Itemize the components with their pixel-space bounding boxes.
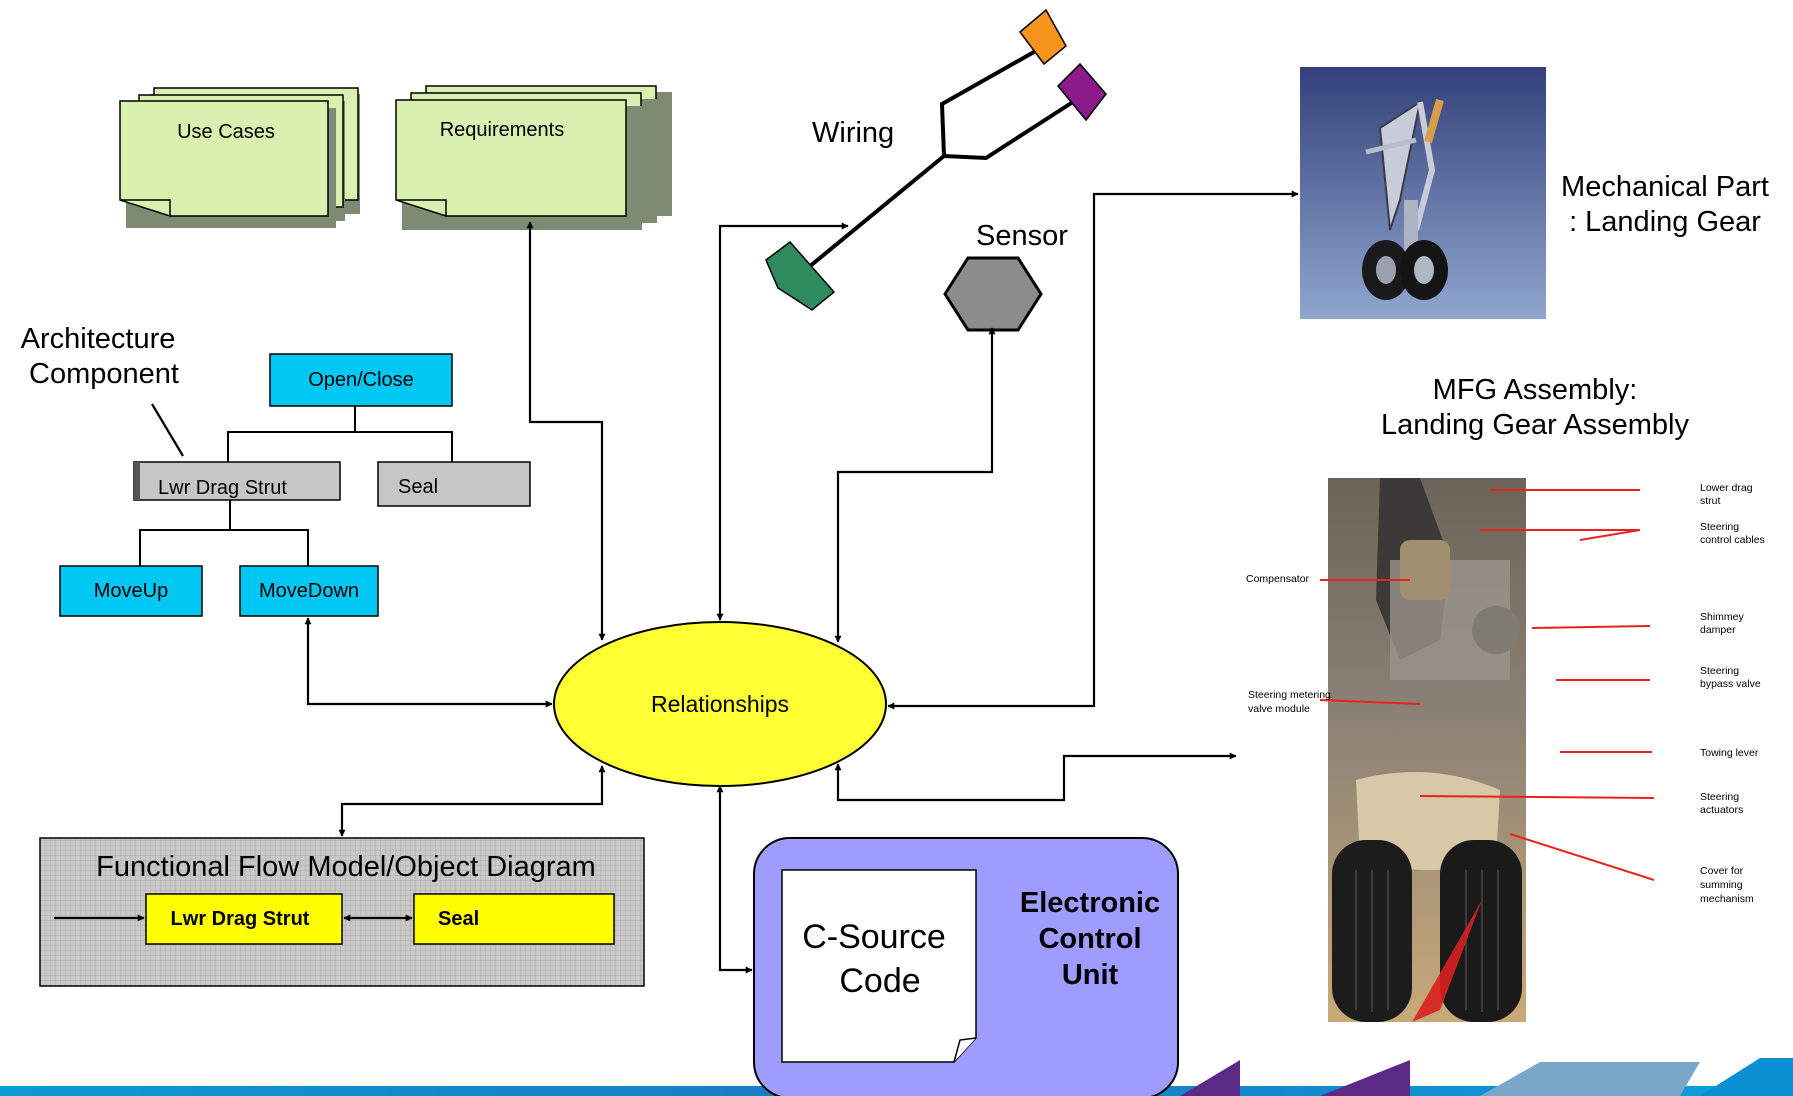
mfg-assembly-label-line2: Landing Gear Assembly <box>1381 409 1689 441</box>
lwr-drag-strut-label: Lwr Drag Strut <box>158 477 287 499</box>
connector-ecu <box>716 785 753 974</box>
assembly-callout-arrows <box>1319 489 1655 881</box>
callout-text: strut <box>1700 495 1721 507</box>
functional-flow-title: Functional Flow Model/Object Diagram <box>96 851 596 883</box>
flow-block-lwr-drag-strut-label: Lwr Drag Strut <box>171 908 310 930</box>
callout-text: Compensator <box>1246 573 1310 585</box>
relationships-hub[interactable]: Relationships <box>553 621 887 787</box>
relationship-connectors <box>304 190 1299 974</box>
callout-text: mechanism <box>1700 893 1754 905</box>
ecu-title-line2: Control <box>1038 923 1141 955</box>
connector-requirements <box>526 221 606 641</box>
connector-movedown <box>304 617 553 708</box>
connector-functional-flow <box>338 765 606 837</box>
architecture-component-label-line2: Component <box>29 358 179 390</box>
ecu-title-line3: Unit <box>1062 959 1119 991</box>
electronic-control-unit[interactable]: C-Source Code Electronic Control Unit <box>753 837 1179 1096</box>
callout-text: Steering metering <box>1248 689 1331 701</box>
flow-block-seal-label: Seal <box>438 908 479 930</box>
callout-text: Lower drag <box>1700 482 1753 494</box>
sensor-hexagon-icon <box>943 256 1043 332</box>
mechanical-part-label-line2: : Landing Gear <box>1569 206 1761 238</box>
architecture-component-label-line1: Architecture <box>21 323 176 355</box>
callout-text: Steering <box>1700 791 1739 803</box>
callout-text: actuators <box>1700 804 1743 816</box>
relationships-label: Relationships <box>651 691 789 717</box>
seal-label: Seal <box>398 476 438 498</box>
landing-gear-assembly-photo <box>1328 478 1526 1022</box>
c-source-code-label-line2: Code <box>839 962 920 1000</box>
wiring-label: Wiring <box>812 117 894 149</box>
lwr-drag-strut-node[interactable]: Lwr Drag Strut <box>133 461 341 501</box>
callout-text: damper <box>1700 624 1736 636</box>
move-up-node[interactable]: MoveUp <box>59 565 203 617</box>
landing-gear-render-image <box>1300 67 1546 319</box>
ecu-title-line1: Electronic <box>1020 887 1160 919</box>
c-source-code-label-line1: C-Source <box>802 918 946 956</box>
connector-mechanical-part <box>887 190 1299 710</box>
mechanical-part-label-line1: Mechanical Part <box>1561 171 1769 203</box>
requirements-document-stack: Requirements <box>395 85 672 230</box>
component-tree-connectors <box>139 406 453 566</box>
callout-text: Steering <box>1700 521 1739 533</box>
open-close-label: Open/Close <box>308 369 414 391</box>
wiring-harness-icon <box>765 8 1107 311</box>
move-down-node[interactable]: MoveDown <box>239 565 379 617</box>
c-source-code-document-icon <box>781 869 977 1063</box>
move-up-label: MoveUp <box>94 580 168 602</box>
connector-mfg-assembly <box>834 752 1237 802</box>
seal-node[interactable]: Seal <box>377 461 531 507</box>
callout-text: Towing lever <box>1700 747 1759 759</box>
connector-sensor <box>834 327 996 643</box>
callout-text: bypass valve <box>1700 678 1761 690</box>
use-cases-document-stack: Use Cases <box>119 87 360 228</box>
callout-text: Cover for <box>1700 865 1744 877</box>
architecture-pointer-line <box>151 403 184 457</box>
callout-text: valve module <box>1248 703 1310 715</box>
callout-text: summing <box>1700 879 1743 891</box>
use-cases-label: Use Cases <box>177 121 275 143</box>
open-close-node[interactable]: Open/Close <box>269 353 453 407</box>
sensor-label: Sensor <box>976 220 1068 252</box>
move-down-label: MoveDown <box>259 580 359 602</box>
requirements-label: Requirements <box>440 119 565 141</box>
flow-block-seal[interactable]: Seal <box>413 893 615 945</box>
callout-text: Shimmey <box>1700 611 1745 623</box>
mfg-assembly-label-line1: MFG Assembly: <box>1433 374 1638 406</box>
connector-wiring <box>716 222 849 621</box>
flow-block-lwr-drag-strut[interactable]: Lwr Drag Strut <box>145 893 343 945</box>
callout-text: control cables <box>1700 534 1765 546</box>
callout-text: Steering <box>1700 665 1739 677</box>
